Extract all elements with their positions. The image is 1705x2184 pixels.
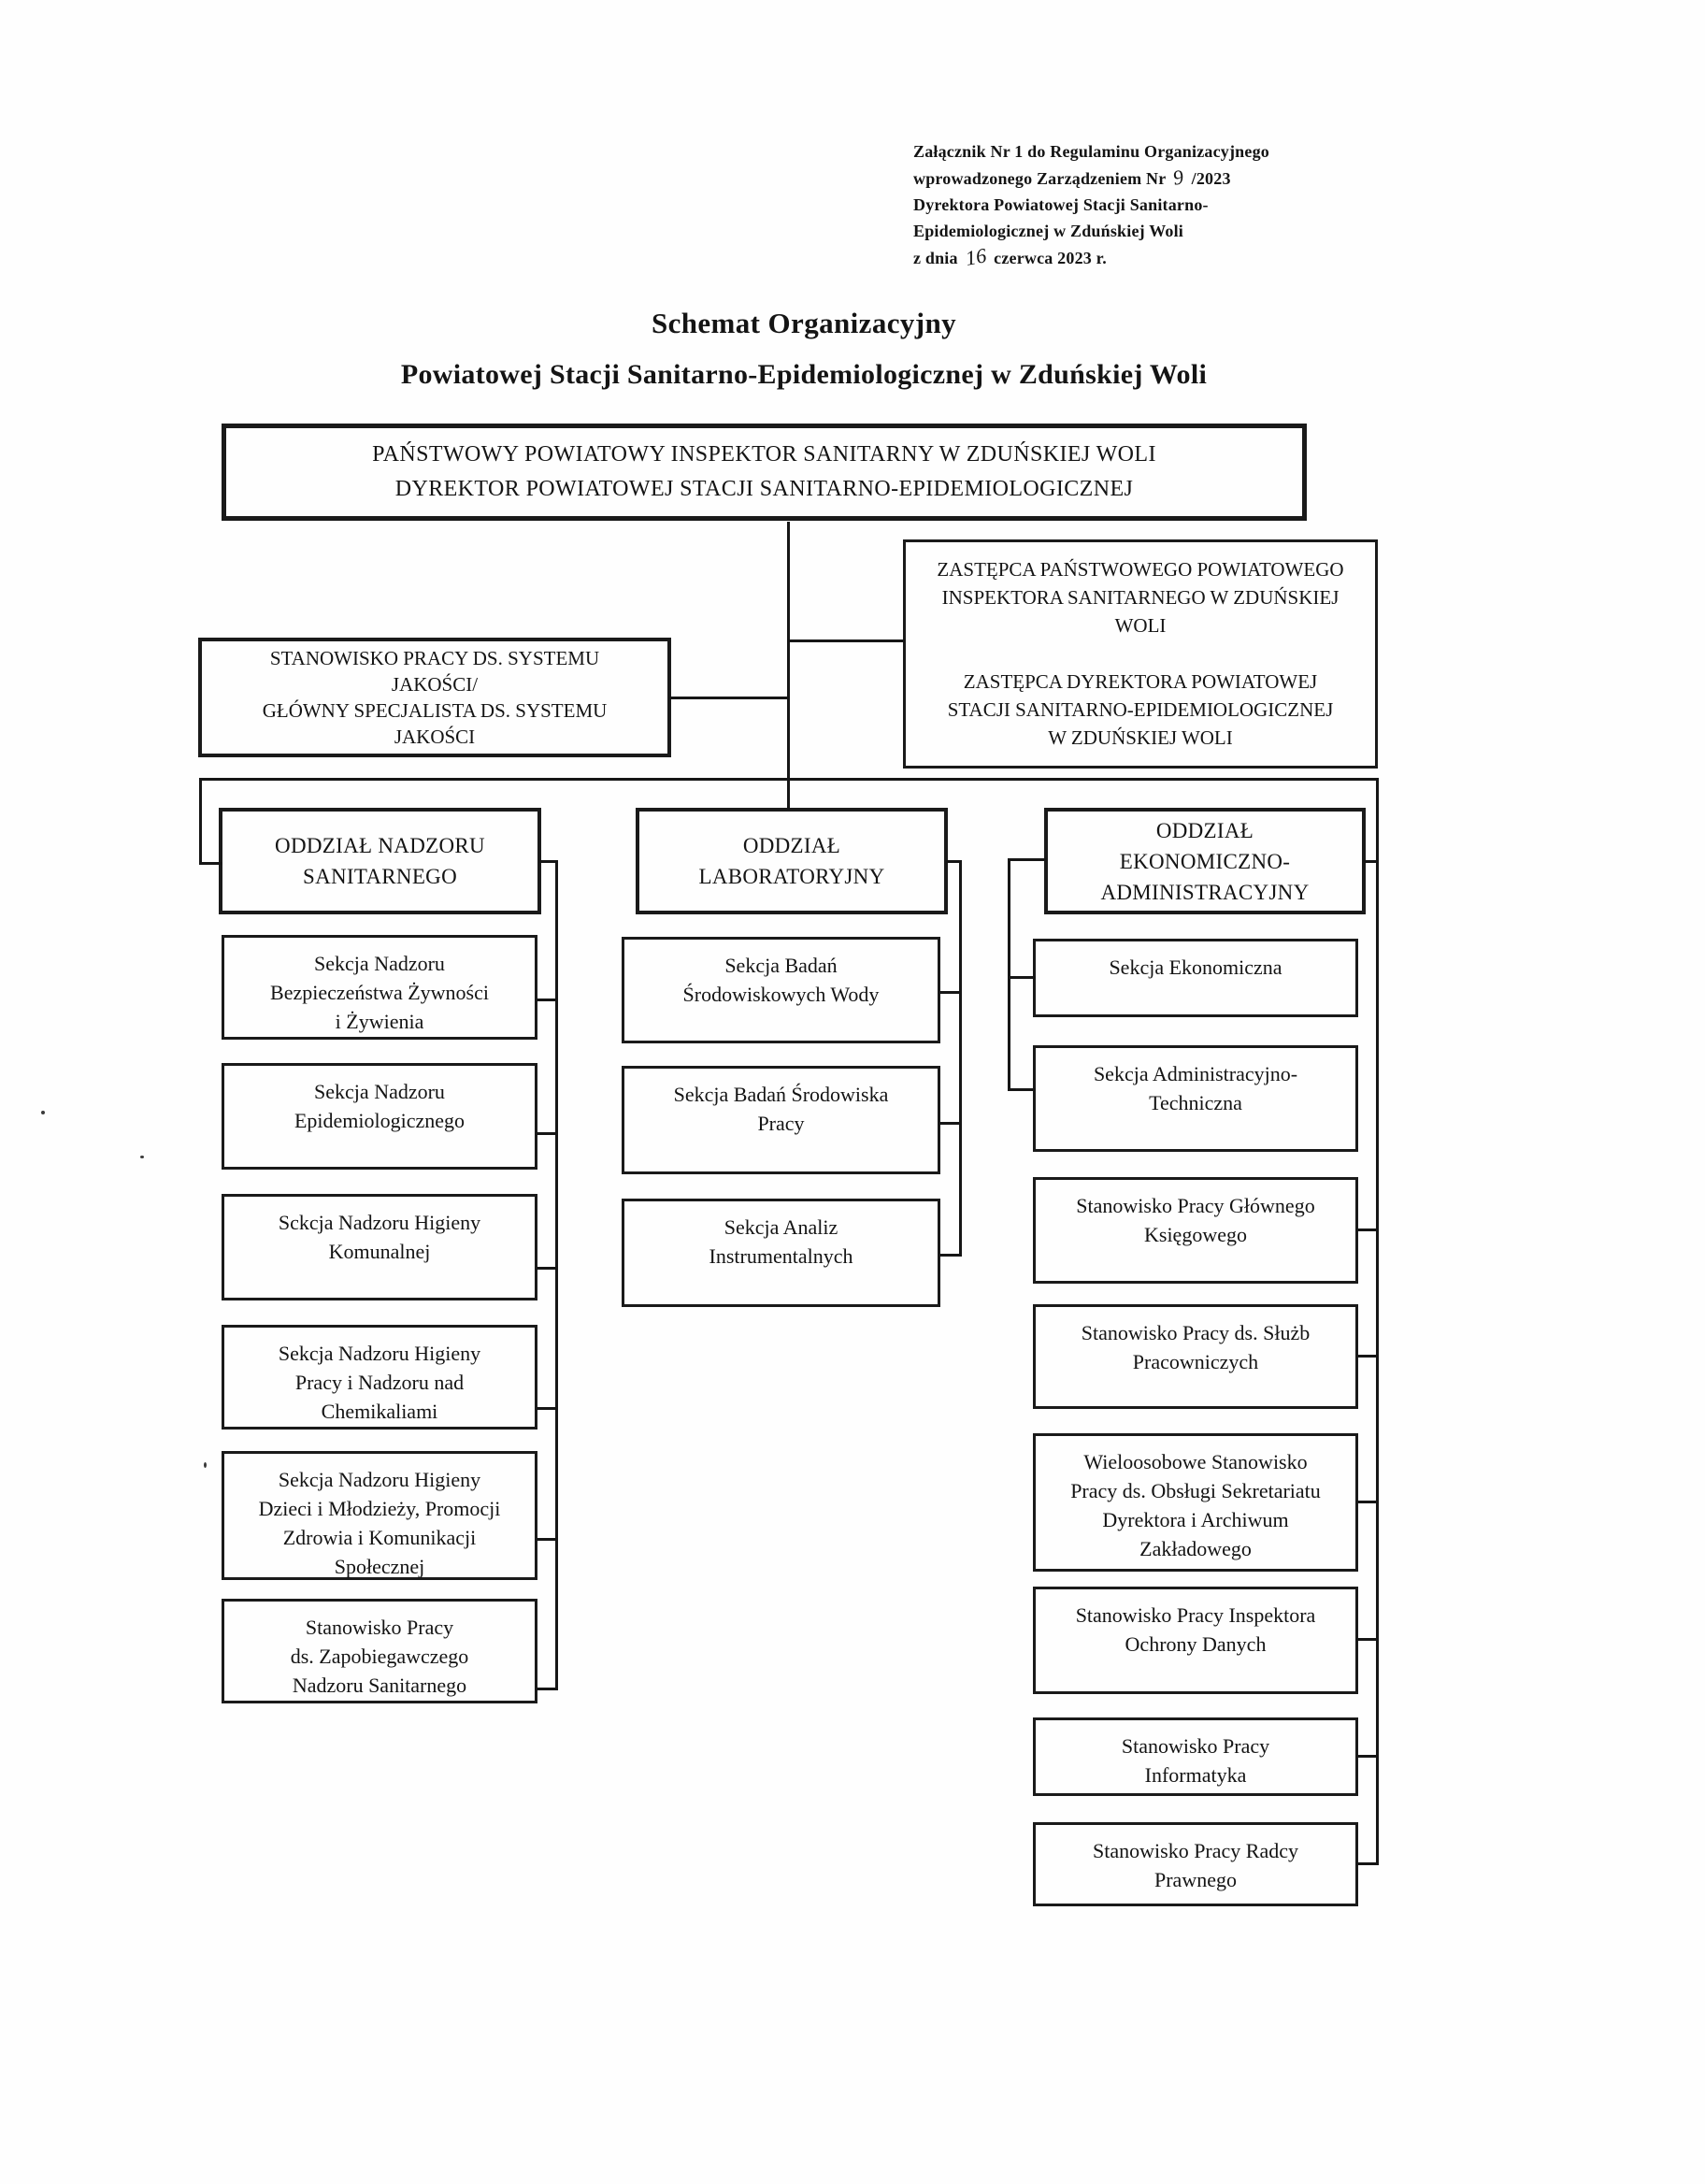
scan-speck [41,1111,45,1114]
connector-san-dept-stub [539,860,558,863]
connector-deputy-stub [787,639,905,642]
node-stanowisko-radcy-prawnego: Stanowisko Pracy Radcy Prawnego [1033,1822,1358,1906]
node-sekcja-higieny-pracy-chemikalia: Sekcja Nadzoru Higieny Pracy i Nadzoru n… [222,1325,537,1430]
node-stanowisko-inspektora-ochrony-danych: Stanowisko Pracy Inspektora Ochrony Dany… [1033,1587,1358,1694]
node-stanowisko-zapobiegawczego-nadzoru: Stanowisko Pracy ds. Zapobiegawczego Nad… [222,1599,537,1703]
node-zastepca-inspektora-dyrektora: ZASTĘPCA PAŃSTWOWEGO POWIATOWEGO INSPEKT… [903,539,1378,769]
node-stanowisko-informatyka: Stanowisko Pracy Informatyka [1033,1717,1358,1796]
connector-distribution-line [199,778,1379,781]
node-oddzial-laboratoryjny: ODDZIAŁ LABORATORYJNY [636,808,948,914]
connector-econ-left-spine [1008,858,1010,1091]
node-sekcja-analiz-instrumentalnych: Sekcja Analiz Instrumentalnych [622,1199,940,1307]
attachment-note: Załącznik Nr 1 do Regulaminu Organizacyj… [913,138,1381,271]
scan-speck [140,1156,144,1158]
connector-lab-stub-3 [938,1254,962,1257]
connector-econ-stub-4 [1356,1355,1379,1358]
node-sekcja-higieny-dzieci-mlodziezy: Sekcja Nadzoru Higieny Dzieci i Młodzież… [222,1451,537,1580]
connector-left-drop [199,778,202,865]
connector-san-stub-3 [537,1267,558,1270]
connector-econ-stub-8 [1356,1862,1379,1865]
connector-quality-stub [669,697,790,699]
connector-econ-right-spine [1376,778,1379,1865]
node-stanowisko-systemu-jakosci: STANOWISKO PRACY DS. SYSTEMU JAKOŚCI/ GŁ… [198,638,671,757]
node-wieloosobowe-stanowisko-sekretariatu: Wieloosobowe Stanowisko Pracy ds. Obsług… [1033,1433,1358,1572]
connector-san-stub-1 [537,999,558,1001]
node-stanowisko-sluzb-pracowniczych: Stanowisko Pracy ds. Służb Pracowniczych [1033,1304,1358,1409]
connector-left-dept-stub [199,862,222,865]
attachment-line-4: Epidemiologicznej w Zduńskiej Woli [913,222,1184,240]
connector-san-stub-2 [537,1132,558,1135]
handwritten-ordinance-number: 9 [1171,165,1186,190]
node-oddzial-ekonomiczno-administracyjny: ODDZIAŁ EKONOMICZNO- ADMINISTRACYJNY [1044,808,1366,914]
connector-root-drop [787,522,790,810]
node-sekcja-epidemiologiczna: Sekcja Nadzoru Epidemiologicznego [222,1063,537,1170]
connector-san-stub-5 [537,1538,558,1541]
connector-econ-stub-3 [1356,1228,1379,1231]
node-sekcja-higieny-komunalnej: Sckcja Nadzoru Higieny Komunalnej [222,1194,537,1300]
node-oddzial-nadzoru-sanitarnego: ODDZIAŁ NADZORU SANITARNEGO [219,808,541,914]
connector-econ-stub-7 [1356,1755,1379,1758]
scan-speck [204,1462,207,1468]
connector-econ-stub-5 [1356,1501,1379,1503]
node-sekcja-badan-srodowiska-pracy: Sekcja Badań Środowiska Pracy [622,1066,940,1174]
node-inspektor-dyrektor: PAŃSTWOWY POWIATOWY INSPEKTOR SANITARNY … [222,424,1307,521]
connector-lab-spine [959,860,962,1257]
connector-san-stub-6 [537,1688,558,1690]
connector-econ-stub-6 [1356,1638,1379,1641]
node-sekcja-bezpieczenstwa-zywnosci: Sekcja Nadzoru Bezpieczeństwa Żywności i… [222,935,537,1040]
connector-lab-dept-stub [946,860,962,863]
connector-econ-stub-2 [1008,1088,1036,1091]
attachment-line-3: Dyrektora Powiatowej Stacji Sanitarno- [913,195,1209,214]
page-title: Schemat Organizacyjny [651,307,957,339]
node-stanowisko-glownego-ksiegowego: Stanowisko Pracy Głównego Księgowego [1033,1177,1358,1284]
connector-san-stub-4 [537,1407,558,1410]
connector-econ-dept-right-stub [1363,860,1379,863]
page-subtitle: Powiatowej Stacji Sanitarno-Epidemiologi… [400,359,1208,390]
connector-lab-stub-2 [938,1122,962,1125]
node-sekcja-ekonomiczna: Sekcja Ekonomiczna [1033,939,1358,1017]
connector-lab-stub-1 [938,991,962,994]
node-sekcja-administracyjno-techniczna: Sekcja Administracyjno- Techniczna [1033,1045,1358,1152]
handwritten-day-number: 16 [963,243,989,270]
connector-econ-dept-left-stub [1008,858,1046,861]
node-sekcja-badan-wody: Sekcja Badań Środowiskowych Wody [622,937,940,1043]
attachment-line-1: Załącznik Nr 1 do Regulaminu Organizacyj… [913,142,1269,161]
connector-econ-stub-1 [1008,976,1036,979]
connector-san-spine [555,860,558,1690]
